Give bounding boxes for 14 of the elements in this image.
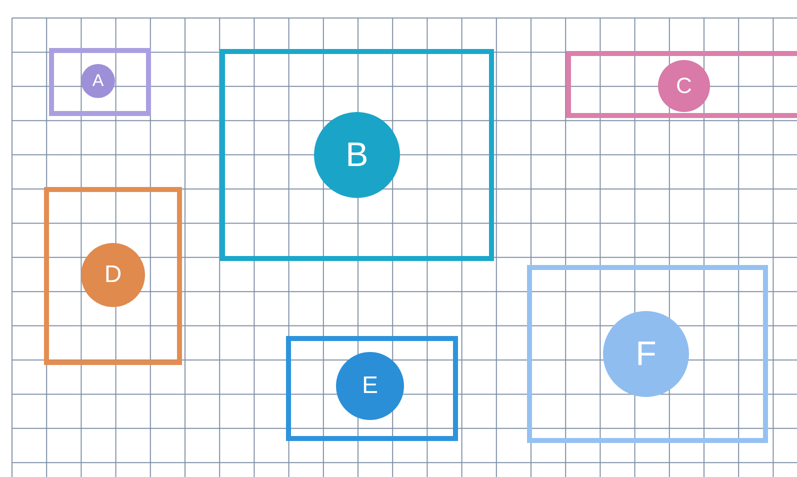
outlined-rectangle <box>286 336 458 441</box>
outlined-rectangle <box>566 51 797 118</box>
outlined-rectangle <box>49 48 151 116</box>
letter-circle <box>658 60 710 112</box>
outlined-rectangle <box>220 49 494 261</box>
letter-label: C <box>676 73 692 99</box>
letter-label: E <box>362 372 378 400</box>
letter-circle <box>81 64 115 98</box>
letter-label: F <box>636 334 656 374</box>
outlined-rectangle <box>44 187 182 365</box>
letter-label: A <box>92 71 104 91</box>
outlined-rectangle <box>527 265 768 443</box>
letter-label: B <box>346 136 368 174</box>
letter-label: D <box>104 261 122 289</box>
